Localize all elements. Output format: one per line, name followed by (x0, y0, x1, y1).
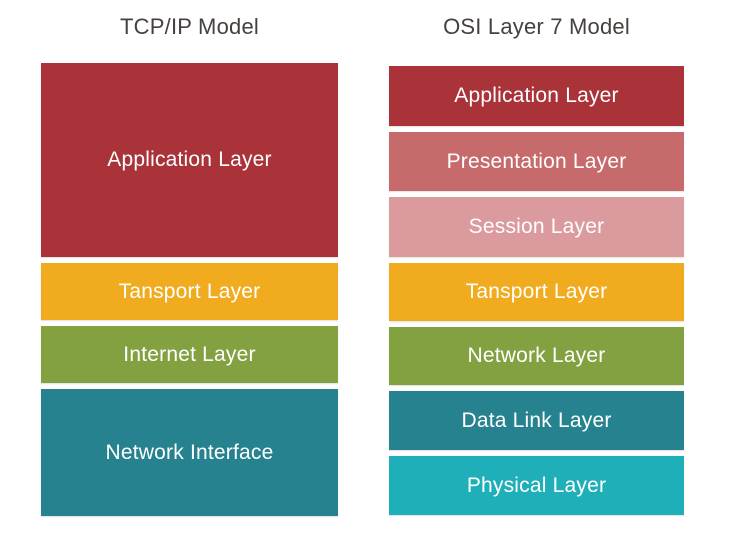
osi-layer-physical-layer: Physical Layer (389, 456, 684, 515)
tcpip-layer-tansport-layer: Tansport Layer (41, 263, 338, 320)
osi-layer-data-link-layer: Data Link Layer (389, 391, 684, 450)
osi-layer-tansport-layer: Tansport Layer (389, 263, 684, 321)
tcpip-layer-internet-layer: Internet Layer (41, 326, 338, 383)
osi-layer-presentation-layer: Presentation Layer (389, 132, 684, 191)
osi-layer-application-layer: Application Layer (389, 66, 684, 126)
tcpip-layer-network-interface: Network Interface (41, 389, 338, 516)
tcpip-layer-application-layer: Application Layer (41, 63, 338, 257)
osi-model-title: OSI Layer 7 Model (443, 14, 630, 39)
osi-layer-network-layer: Network Layer (389, 327, 684, 385)
tcpip-model-title: TCP/IP Model (120, 14, 259, 39)
osi-layer-session-layer: Session Layer (389, 197, 684, 257)
